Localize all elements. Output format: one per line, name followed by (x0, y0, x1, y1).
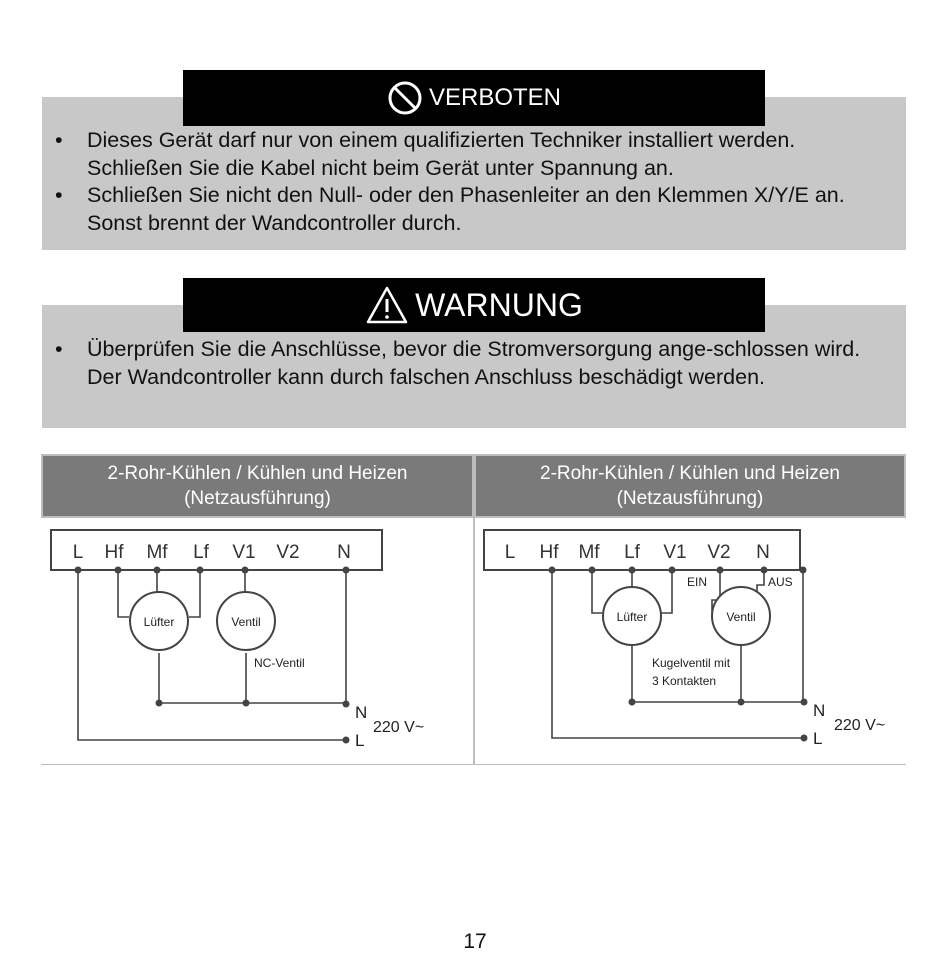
terminal-label-mf: Mf (146, 542, 168, 563)
wiring-diagram-left: L Hf Mf Lf V1 V2 N Lüfter Ventil (50, 529, 424, 750)
terminal-block (483, 529, 801, 571)
terminal-label-mf: Mf (578, 542, 600, 563)
valve-type-line1: Kugelventil mit (652, 656, 731, 670)
prohibited-icon (388, 81, 422, 115)
junction-dots (548, 566, 808, 742)
aus-label: AUS (768, 575, 793, 589)
wiring-diagram-right: L Hf Mf Lf V1 V2 N Lüfter Vent (483, 529, 885, 748)
bullet: • (55, 337, 63, 361)
valve-symbol (216, 591, 276, 651)
terminal-label-hf: Hf (105, 542, 125, 563)
line-label: L (355, 731, 364, 750)
valve-label: Ventil (231, 615, 260, 629)
fan-motor-symbol (602, 586, 662, 646)
terminal-label-lf: Lf (193, 542, 210, 563)
warning-list: • Überprüfen Sie die Anschlüsse, bevor di… (55, 336, 885, 391)
terminal-label-v1: V1 (663, 542, 686, 563)
prohibited-list: • Dieses Gerät darf nur von einem qualifi… (55, 127, 885, 237)
voltage-label: 220 V~ (373, 719, 424, 736)
valve-label: Ventil (726, 610, 755, 624)
fan-label: Lüfter (617, 610, 648, 624)
warning-triangle-icon (366, 286, 408, 324)
terminal-block (50, 529, 383, 571)
wiring-table: 2-Rohr-Kühlen / Kühlen und Heizen (Netza… (41, 454, 906, 765)
terminal-label-v2: V2 (707, 542, 730, 563)
prohibited-title: VERBOTEN (428, 84, 562, 111)
line-label: L (813, 729, 822, 748)
neutral-label: N (355, 703, 367, 722)
table-header-line1: 2-Rohr-Kühlen / Kühlen und Heizen (107, 463, 408, 484)
table-header-line2: (Netzausführung) (616, 488, 764, 509)
warning-banner: WARNUNG (183, 278, 765, 332)
wires (77, 570, 347, 741)
fan-label: Lüfter (144, 615, 175, 629)
terminal-label-v2: V2 (276, 542, 299, 563)
bullet: • (55, 183, 63, 207)
terminal-label-hf: Hf (540, 542, 560, 563)
terminal-label-l: L (73, 542, 84, 563)
column-divider (473, 454, 475, 764)
list-item: • Dieses Gerät darf nur von einem qualifi… (55, 127, 885, 182)
fan-motor-symbol (129, 591, 189, 651)
terminal-label-n: N (337, 542, 351, 563)
junction-dots (74, 566, 350, 744)
list-item-text: Dieses Gerät darf nur von einem qualifiz… (87, 128, 796, 180)
warning-title: WARNUNG (415, 286, 583, 323)
prohibited-banner: VERBOTEN (183, 70, 765, 126)
list-item: • Überprüfen Sie die Anschlüsse, bevor di… (55, 336, 885, 391)
table-header-left: 2-Rohr-Kühlen / Kühlen und Heizen (Netza… (41, 454, 474, 518)
terminal-label-l: L (505, 542, 516, 563)
valve-symbol (711, 586, 771, 646)
table-header-right: 2-Rohr-Kühlen / Kühlen und Heizen (Netza… (474, 454, 906, 518)
table-header-line2: (Netzausführung) (184, 488, 331, 509)
terminal-label-v1: V1 (232, 542, 255, 563)
valve-type-line2: 3 Kontakten (652, 674, 716, 688)
valve-type-label: NC-Ventil (254, 656, 305, 670)
list-item-text: Schließen Sie nicht den Null- oder den P… (87, 183, 845, 235)
wires (551, 570, 804, 739)
list-item: • Schließen Sie nicht den Null- oder den … (55, 182, 885, 237)
neutral-label: N (813, 701, 825, 720)
voltage-label: 220 V~ (834, 717, 885, 734)
ein-label: EIN (687, 575, 707, 589)
terminal-label-n: N (756, 542, 770, 563)
bullet: • (55, 128, 63, 152)
terminal-label-lf: Lf (624, 542, 641, 563)
list-item-text: Überprüfen Sie die Anschlüsse, bevor die… (87, 337, 861, 389)
table-header-line1: 2-Rohr-Kühlen / Kühlen und Heizen (540, 463, 840, 484)
page-number: 17 (463, 930, 487, 953)
